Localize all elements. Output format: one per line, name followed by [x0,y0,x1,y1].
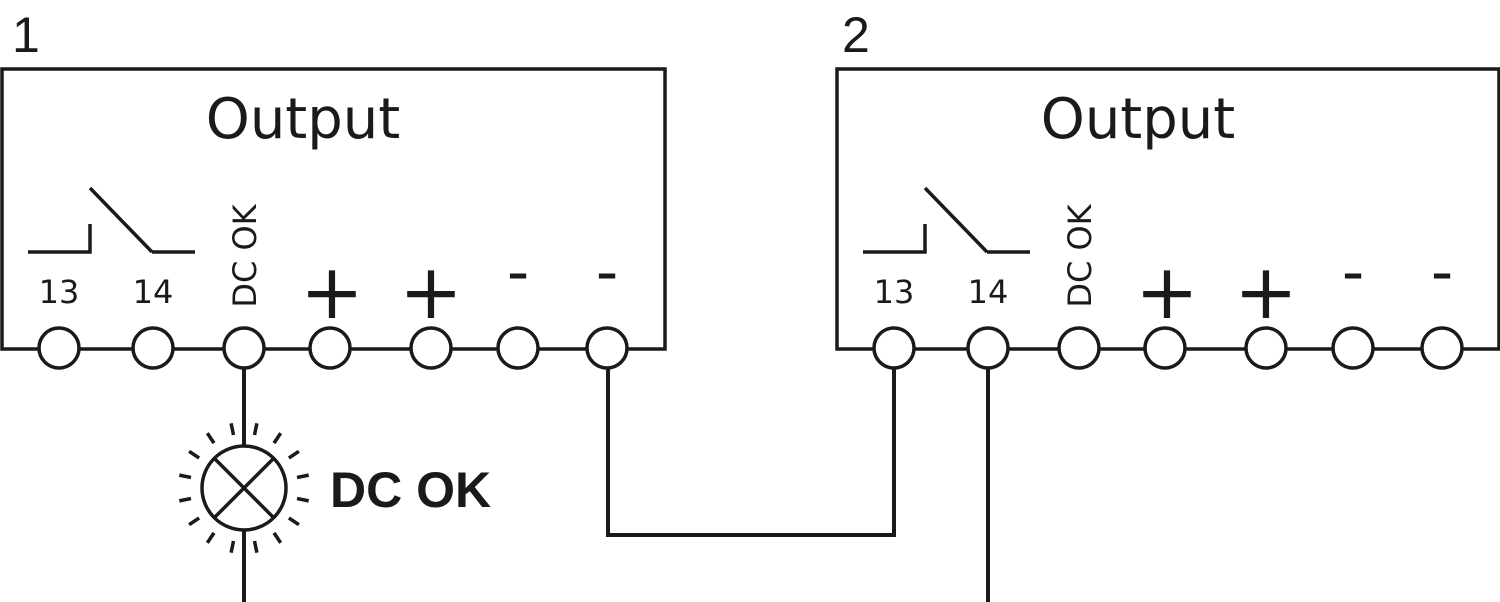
terminal-minus-1[interactable] [496,326,540,370]
terminal-plus-2[interactable] [409,326,453,370]
unit-1: 1 Output 13 14 DC OK + + - - [0,7,667,370]
lamp-ray [188,449,201,460]
terminal-label-minus: - [1431,235,1453,308]
lamp-icon [178,422,310,554]
lamp-ray [178,473,192,480]
terminal-dc-ok[interactable] [1057,326,1101,370]
lamp-ray [205,432,216,445]
terminal-label-plus: + [300,247,364,336]
lamp-rays-icon [178,422,310,554]
lamp-ray [272,432,283,445]
lamp-ray [178,496,192,503]
terminal-dc-ok[interactable] [222,326,266,370]
terminal-14[interactable] [131,326,175,370]
unit-2-title: Output [1041,87,1236,152]
lamp-label: DC OK [330,462,491,518]
relay-contact-icon [863,186,1030,254]
lamp-ray [272,531,283,544]
terminal-minus-2[interactable] [1420,326,1464,370]
terminal-plus-1[interactable] [308,326,352,370]
lamp-ray [296,473,310,480]
terminal-plus-1[interactable] [1143,326,1187,370]
terminal-14[interactable] [966,326,1010,370]
terminal-minus-1[interactable] [1331,326,1375,370]
unit-1-number: 1 [12,7,40,63]
terminal-plus-2[interactable] [1244,326,1288,370]
unit-1-title: Output [206,87,401,152]
lamp-ray [205,531,216,544]
terminal-label-14: 14 [133,273,174,311]
terminal-13[interactable] [872,326,916,370]
terminal-label-13: 13 [39,273,80,311]
lamp-ray [229,540,236,554]
lamp-ray [252,540,259,554]
terminal-label-minus: - [507,235,529,308]
unit-2: 2 Output 13 14 DC OK + + - - [835,7,1500,370]
lamp-ray [287,449,300,460]
wires [242,368,990,602]
terminal-label-plus: + [399,247,463,336]
terminal-label-13: 13 [874,273,915,311]
terminal-label-plus: + [1234,247,1298,336]
terminal-13[interactable] [37,326,81,370]
wire-series-link [606,368,896,537]
unit-2-number: 2 [842,7,870,63]
terminal-label-14: 14 [968,273,1009,311]
lamp-ray [229,422,236,436]
lamp-ray [287,516,300,527]
terminal-label-dc-ok: DC OK [226,203,264,307]
terminal-label-minus: - [596,235,618,308]
lamp-ray [188,516,201,527]
relay-contact-icon [28,186,195,254]
lamp-ray [252,422,259,436]
terminal-minus-2[interactable] [585,326,629,370]
terminal-label-minus: - [1342,235,1364,308]
terminal-label-plus: + [1135,247,1199,336]
lamp-ray [296,496,310,503]
terminal-label-dc-ok: DC OK [1061,203,1099,307]
